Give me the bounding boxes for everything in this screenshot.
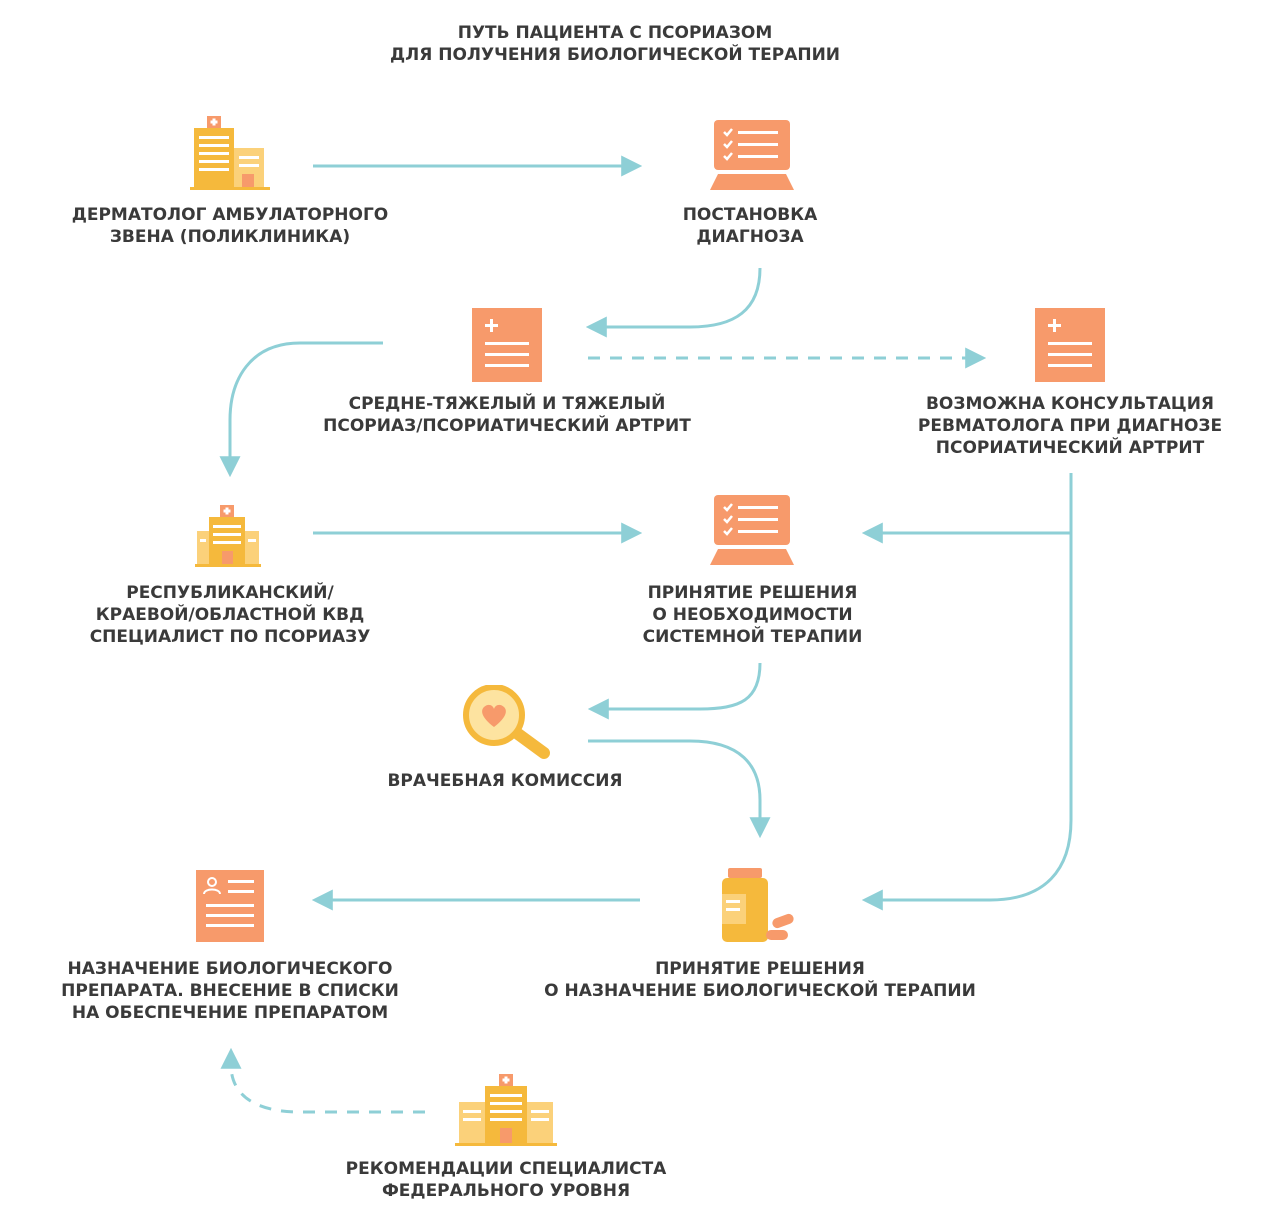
arrow-commission-to-bio-decision: [588, 739, 771, 839]
node-dermatologist-line2: ЗВЕНА (ПОЛИКЛИНИКА): [109, 227, 351, 247]
node-dermatologist-label: ДЕРМАТОЛОГ АМБУЛАТОРНОГО ЗВЕНА (ПОЛИКЛИН…: [30, 204, 430, 248]
node-federal-line2: ФЕДЕРАЛЬНОГО УРОВНЯ: [381, 1181, 631, 1201]
node-federal-line1: РЕКОМЕНДАЦИИ СПЕЦИАЛИСТА: [345, 1159, 667, 1179]
node-regional-line3: СПЕЦИАЛИСТ ПО ПСОРИАЗУ: [89, 627, 371, 647]
arrow-rheumatologist-to-bio-decision: [861, 473, 1073, 911]
computer-checklist-icon: [710, 120, 794, 190]
medical-document-icon: [472, 308, 542, 382]
node-bio-prescription-line1: НАЗНАЧЕНИЕ БИОЛОГИЧЕСКОГО: [67, 959, 393, 979]
node-diagnosis-label: ПОСТАНОВКА ДИАГНОЗА: [600, 204, 900, 248]
node-systemic-decision-line1: ПРИНЯТИЕ РЕШЕНИЯ: [647, 583, 858, 603]
node-federal-label: РЕКОМЕНДАЦИИ СПЕЦИАЛИСТА ФЕДЕРАЛЬНОГО УР…: [300, 1158, 712, 1202]
node-regional-line1: РЕСПУБЛИКАНСКИЙ/: [126, 583, 334, 603]
node-diagnosis-line2: ДИАГНОЗА: [696, 227, 804, 247]
diagram-title-line1: ПУТЬ ПАЦИЕНТА С ПСОРИАЗОМ: [457, 23, 773, 43]
patient-card-icon: [196, 870, 264, 942]
node-systemic-decision-line3: СИСТЕМНОЙ ТЕРАПИИ: [642, 627, 863, 647]
medicine-jar-icon: [722, 868, 794, 942]
node-severe-line2: ПСОРИАЗ/ПСОРИАТИЧЕСКИЙ АРТРИТ: [323, 416, 691, 436]
node-rheumatologist-line3: ПСОРИАТИЧЕСКИЙ АРТРИТ: [935, 438, 1205, 458]
node-rheumatologist-line1: ВОЗМОЖНА КОНСУЛЬТАЦИЯ: [925, 394, 1215, 414]
magnifier-heart-icon: [463, 685, 550, 759]
node-rheumatologist-label: ВОЗМОЖНА КОНСУЛЬТАЦИЯ РЕВМАТОЛОГА ПРИ ДИ…: [880, 393, 1260, 459]
node-regional-label: РЕСПУБЛИКАНСКИЙ/ КРАЕВОЙ/ОБЛАСТНОЙ КВД С…: [40, 582, 420, 648]
hospital-icon: [455, 1074, 557, 1146]
arrow-severe-to-regional: [219, 341, 383, 478]
node-bio-prescription-line3: НА ОБЕСПЕЧЕНИЕ ПРЕПАРАТОМ: [71, 1003, 389, 1023]
node-regional-line2: КРАЕВОЙ/ОБЛАСТНОЙ КВД: [95, 605, 365, 625]
node-bio-decision-label: ПРИНЯТИЕ РЕШЕНИЯ О НАЗНАЧЕНИЕ БИОЛОГИЧЕС…: [490, 958, 1030, 1002]
node-bio-prescription-line2: ПРЕПАРАТА. ВНЕСЕНИЕ В СПИСКИ: [61, 981, 399, 1001]
medical-document-icon: [1035, 308, 1105, 382]
node-bio-decision-line1: ПРИНЯТИЕ РЕШЕНИЯ: [655, 959, 865, 979]
hospital-icon: [195, 505, 261, 567]
node-bio-prescription-label: НАЗНАЧЕНИЕ БИОЛОГИЧЕСКОГО ПРЕПАРАТА. ВНЕ…: [10, 958, 450, 1024]
diagram-title: ПУТЬ ПАЦИЕНТА С ПСОРИАЗОМ ДЛЯ ПОЛУЧЕНИЯ …: [235, 22, 995, 66]
node-diagnosis-line1: ПОСТАНОВКА: [682, 205, 818, 225]
computer-checklist-icon: [710, 495, 794, 565]
node-commission-label: ВРАЧЕБНАЯ КОМИССИЯ: [340, 770, 670, 792]
node-severe-label: СРЕДНЕ-ТЯЖЕЛЫЙ И ТЯЖЕЛЫЙ ПСОРИАЗ/ПСОРИАТ…: [262, 393, 752, 437]
node-systemic-decision-label: ПРИНЯТИЕ РЕШЕНИЯ О НЕОБХОДИМОСТИ СИСТЕМН…: [580, 582, 925, 648]
node-rheumatologist-line2: РЕВМАТОЛОГА ПРИ ДИАГНОЗЕ: [917, 416, 1223, 436]
node-commission-line1: ВРАЧЕБНАЯ КОМИССИЯ: [387, 771, 623, 791]
diagram-title-line2: ДЛЯ ПОЛУЧЕНИЯ БИОЛОГИЧЕСКОЙ ТЕРАПИИ: [389, 45, 841, 65]
arrow-federal-to-prescription: [220, 1047, 425, 1114]
hospital-icon: [190, 116, 270, 190]
node-dermatologist-line1: ДЕРМАТОЛОГ АМБУЛАТОРНОГО: [71, 205, 389, 225]
arrow-systemic-to-commission: [587, 662, 762, 720]
node-severe-line1: СРЕДНЕ-ТЯЖЕЛЫЙ И ТЯЖЕЛЫЙ: [348, 394, 666, 414]
arrow-diagnosis-to-severe: [585, 267, 762, 338]
node-bio-decision-line2: О НАЗНАЧЕНИЕ БИОЛОГИЧЕСКОЙ ТЕРАПИИ: [544, 981, 976, 1001]
node-systemic-decision-line2: О НЕОБХОДИМОСТИ: [652, 605, 853, 625]
